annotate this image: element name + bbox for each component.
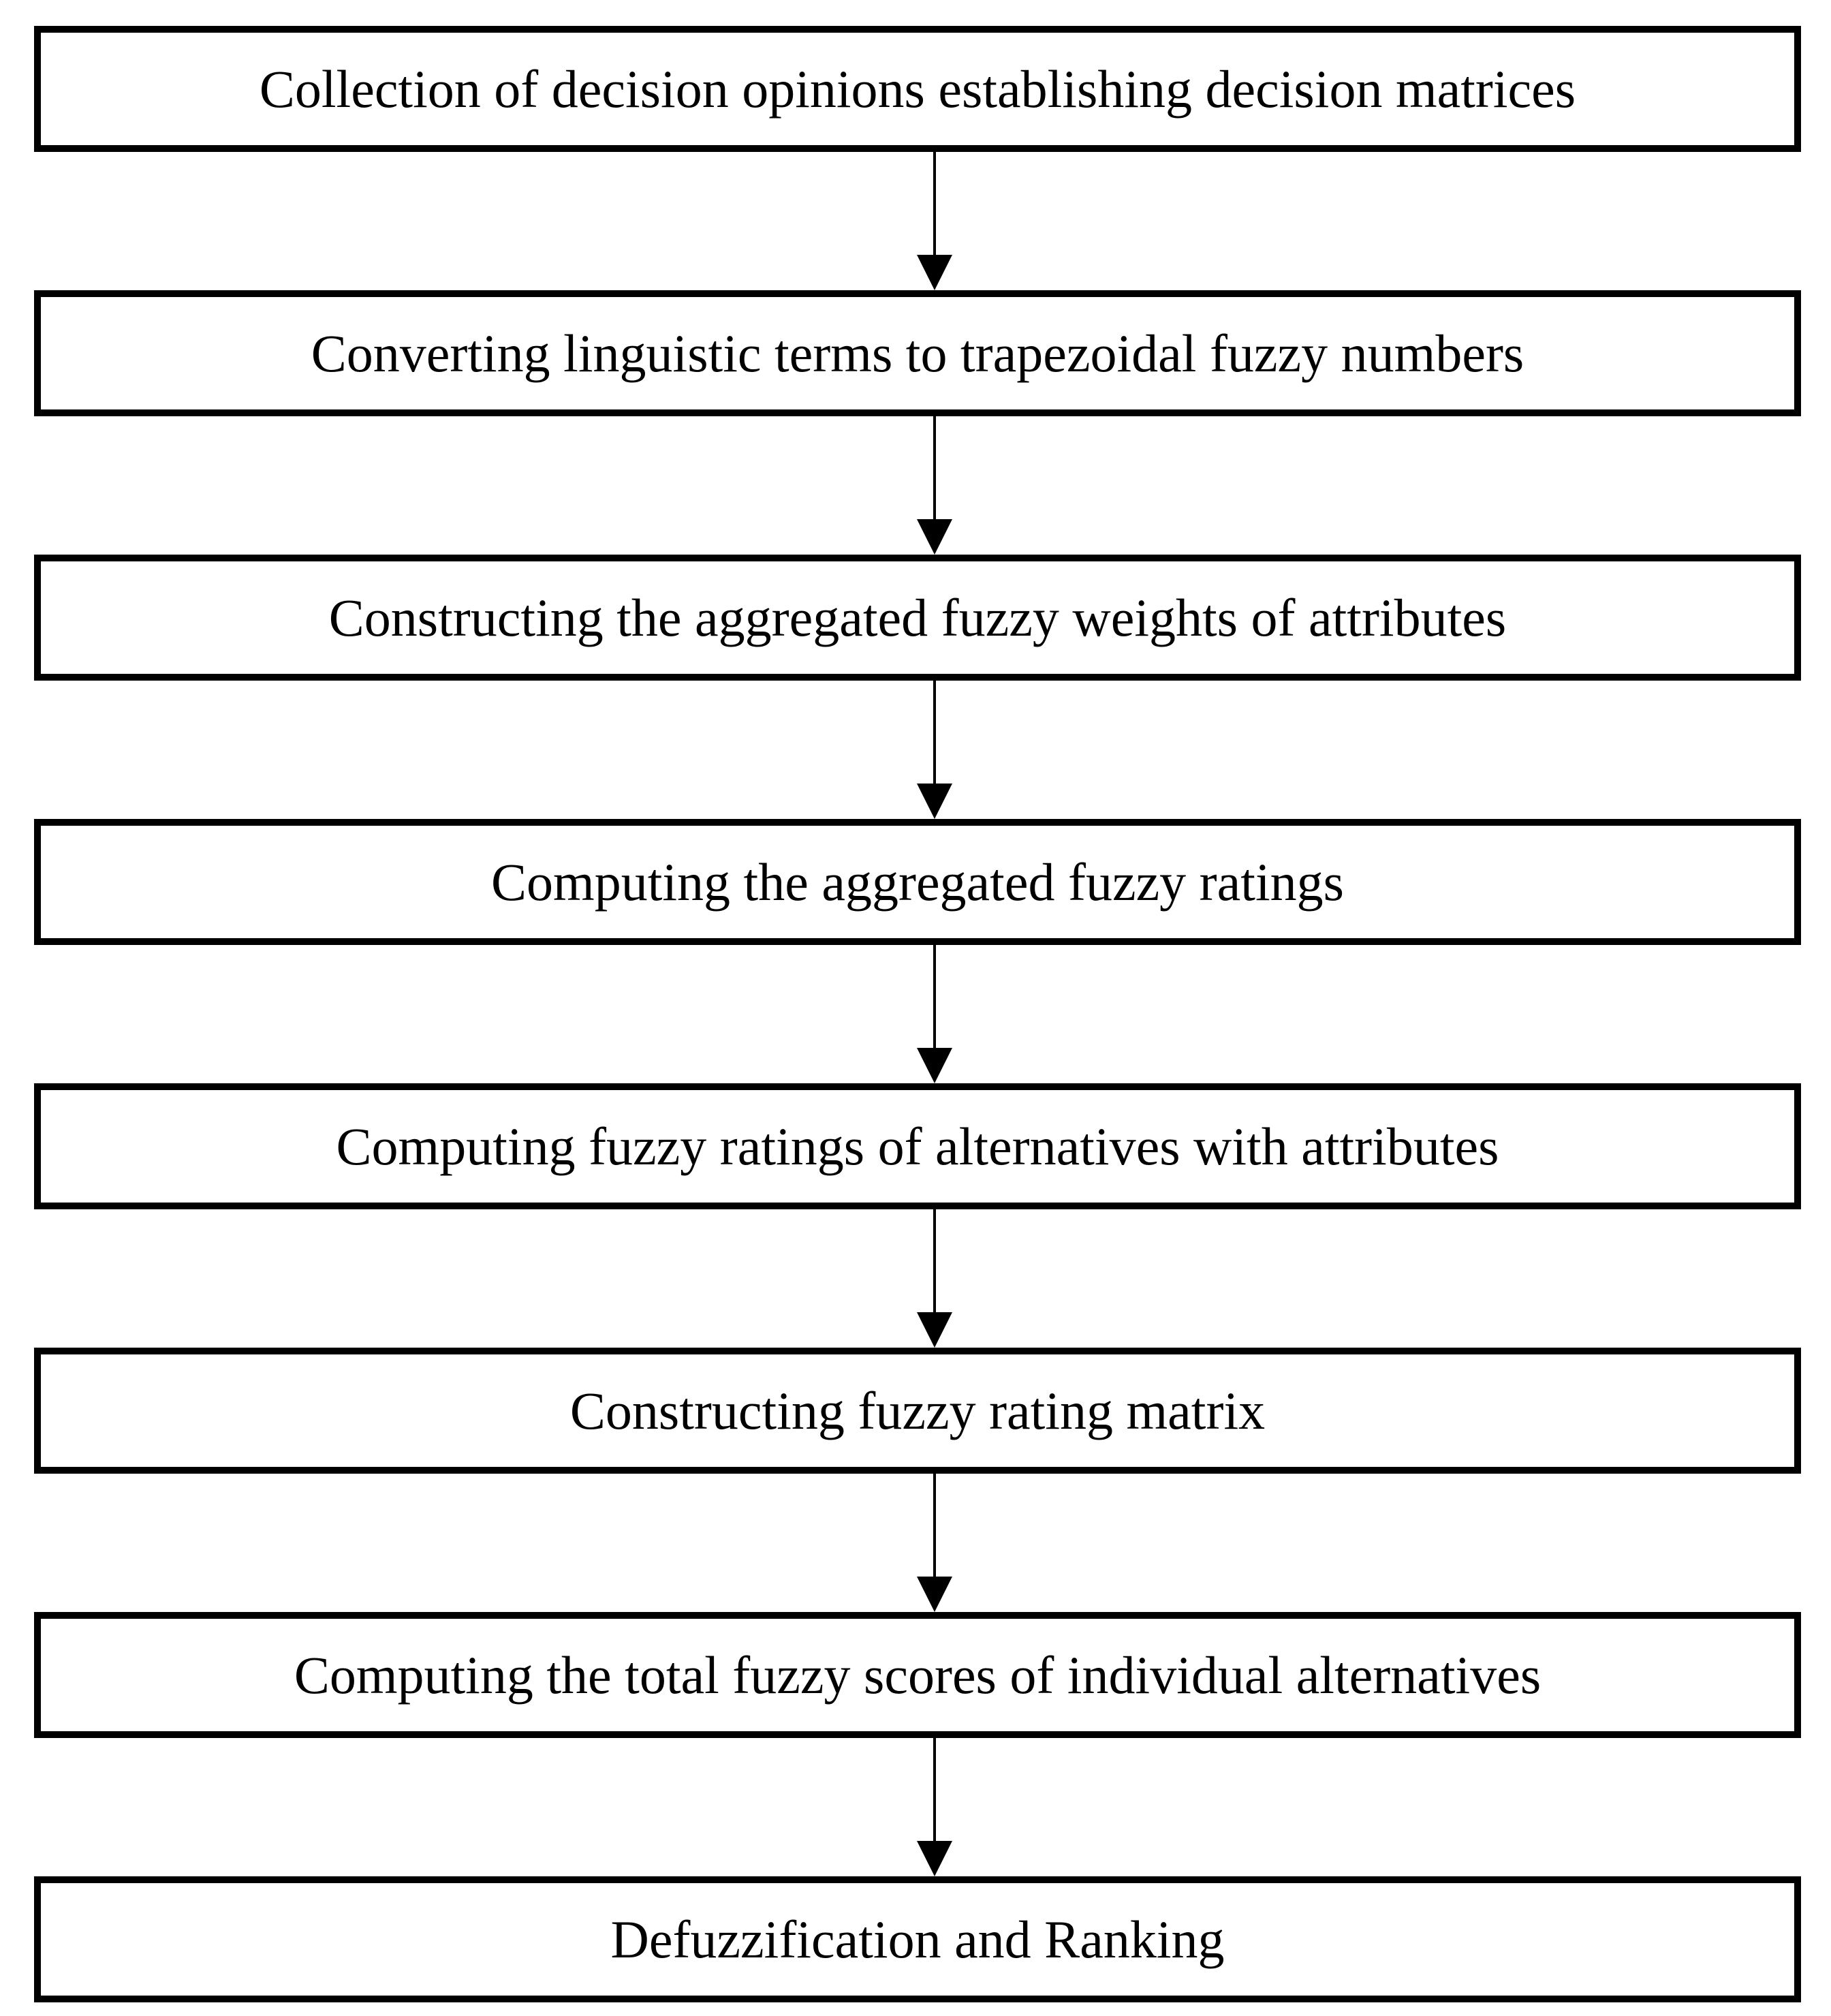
flow-step-1-label: Collection of decision opinions establis… [259, 59, 1576, 119]
flow-step-8-box: Defuzzification and Ranking [34, 1876, 1801, 2002]
flow-step-8-label: Defuzzification and Ranking [610, 1909, 1225, 1969]
flow-step-3-box: Constructing the aggregated fuzzy weight… [34, 555, 1801, 681]
flow-step-5-label: Computing fuzzy ratings of alternatives … [336, 1116, 1499, 1176]
arrow-head-icon [917, 519, 952, 555]
down-arrow-6 [917, 1474, 952, 1612]
arrow-head-icon [917, 255, 952, 290]
down-arrow-7 [917, 1738, 952, 1876]
flow-step-5-box: Computing fuzzy ratings of alternatives … [34, 1083, 1801, 1209]
arrow-head-icon [917, 1048, 952, 1083]
arrow-stem [933, 1474, 936, 1578]
arrow-stem [933, 416, 936, 521]
flow-step-6-label: Constructing fuzzy rating matrix [569, 1380, 1266, 1440]
down-arrow-1 [917, 152, 952, 290]
flow-step-7-label: Computing the total fuzzy scores of indi… [294, 1645, 1542, 1705]
arrow-stem [933, 152, 936, 256]
flow-step-1-box: Collection of decision opinions establis… [34, 26, 1801, 152]
arrow-head-icon [917, 784, 952, 819]
arrow-head-icon [917, 1312, 952, 1348]
arrow-stem [933, 1738, 936, 1842]
arrow-head-icon [917, 1577, 952, 1612]
flow-step-6-box: Constructing fuzzy rating matrix [34, 1348, 1801, 1474]
down-arrow-2 [917, 416, 952, 555]
flow-step-4-label: Computing the aggregated fuzzy ratings [491, 852, 1344, 912]
down-arrow-3 [917, 681, 952, 819]
arrow-head-icon [917, 1841, 952, 1876]
flow-step-2-label: Converting linguistic terms to trapezoid… [311, 323, 1524, 383]
down-arrow-5 [917, 1209, 952, 1348]
flow-step-3-label: Constructing the aggregated fuzzy weight… [328, 587, 1507, 647]
flow-step-4-box: Computing the aggregated fuzzy ratings [34, 819, 1801, 945]
arrow-stem [933, 945, 936, 1049]
flow-step-2-box: Converting linguistic terms to trapezoid… [34, 290, 1801, 416]
arrow-stem [933, 681, 936, 785]
down-arrow-4 [917, 945, 952, 1083]
flow-step-7-box: Computing the total fuzzy scores of indi… [34, 1612, 1801, 1738]
arrow-stem [933, 1209, 936, 1314]
